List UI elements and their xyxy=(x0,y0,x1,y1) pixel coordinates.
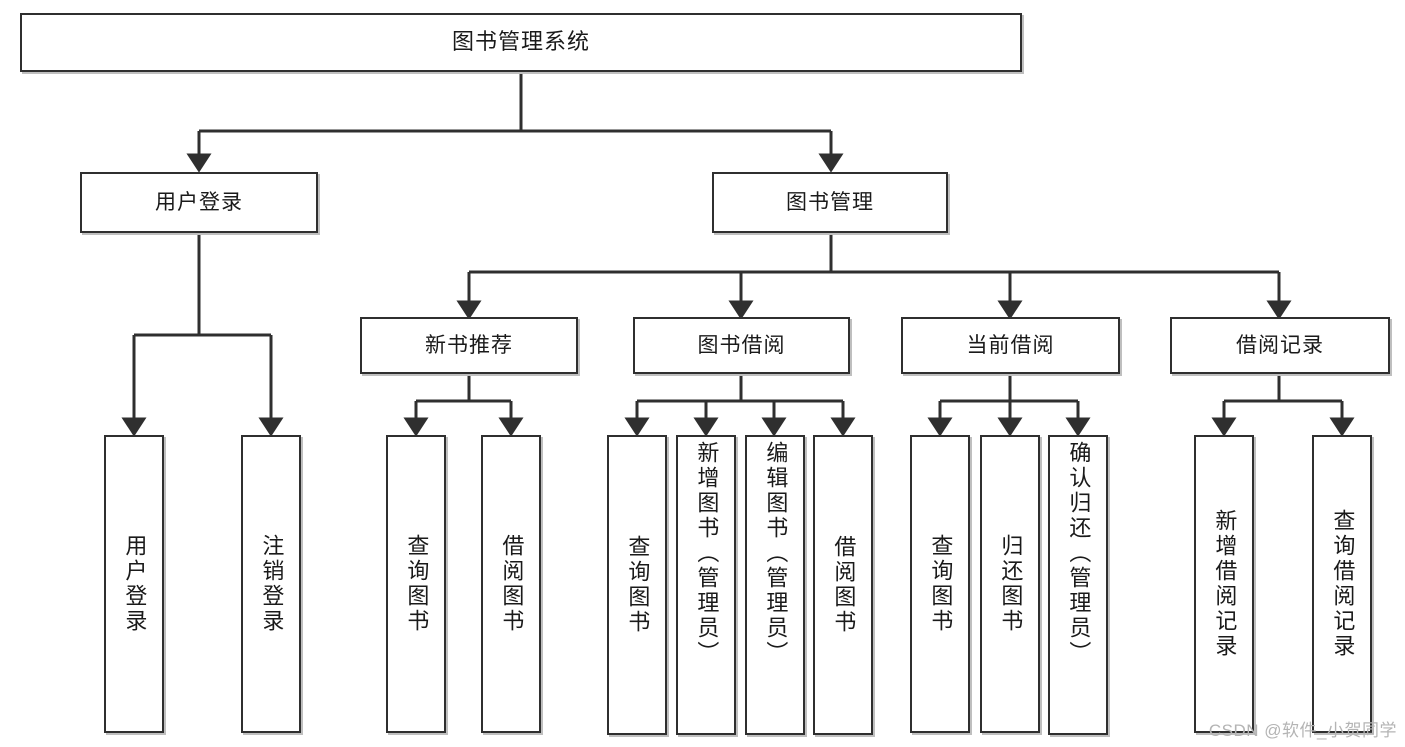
node-label: 当前借阅 xyxy=(966,333,1055,357)
node-leaf-add-book[interactable]: 新增图书（管理员） xyxy=(676,435,736,735)
node-label: 用户登录 xyxy=(155,190,243,214)
node-label: 图书借阅 xyxy=(697,333,786,357)
watermark: CSDN @软件_小贺同学 xyxy=(1208,721,1397,740)
node-book-manage[interactable]: 图书管理 xyxy=(712,172,948,233)
node-label: 查询图书 xyxy=(404,534,430,634)
node-leaf-logout-login[interactable]: 注销登录 xyxy=(241,435,301,733)
node-leaf-user-login[interactable]: 用户登录 xyxy=(104,435,164,733)
node-leaf-borrow-book-1[interactable]: 借阅图书 xyxy=(481,435,541,733)
node-label: 用户登录 xyxy=(122,534,148,634)
node-new-book-recommend[interactable]: 新书推荐 xyxy=(360,317,578,374)
node-leaf-query-record[interactable]: 查询借阅记录 xyxy=(1312,435,1372,733)
node-user-login[interactable]: 用户登录 xyxy=(80,172,318,233)
node-leaf-borrow-book-2[interactable]: 借阅图书 xyxy=(813,435,873,735)
node-label: 查询借阅记录 xyxy=(1330,509,1356,659)
node-label: 注销登录 xyxy=(259,534,285,634)
node-label: 编辑图书（管理员） xyxy=(763,441,789,666)
node-borrow-record[interactable]: 借阅记录 xyxy=(1170,317,1390,374)
node-leaf-confirm-return[interactable]: 确认归还（管理员） xyxy=(1048,435,1108,735)
node-label: 查询图书 xyxy=(928,534,954,634)
node-label: 借阅记录 xyxy=(1236,333,1324,357)
node-leaf-return-book[interactable]: 归还图书 xyxy=(980,435,1040,733)
node-root-system[interactable]: 图书管理系统 xyxy=(20,13,1022,72)
node-label: 新书推荐 xyxy=(425,333,513,357)
node-leaf-query-book-3[interactable]: 查询图书 xyxy=(910,435,970,733)
node-label: 查询图书 xyxy=(625,535,651,635)
node-label: 新增图书（管理员） xyxy=(694,441,720,666)
node-label: 归还图书 xyxy=(998,534,1024,634)
node-label: 确认归还（管理员） xyxy=(1066,441,1092,666)
node-label: 借阅图书 xyxy=(831,535,857,635)
node-label: 图书管理系统 xyxy=(451,29,590,55)
node-label: 借阅图书 xyxy=(499,534,525,634)
node-leaf-add-record[interactable]: 新增借阅记录 xyxy=(1194,435,1254,733)
node-current-borrow[interactable]: 当前借阅 xyxy=(901,317,1120,374)
node-label: 图书管理 xyxy=(786,190,874,214)
node-leaf-edit-book[interactable]: 编辑图书（管理员） xyxy=(745,435,805,735)
node-label: 新增借阅记录 xyxy=(1212,509,1238,659)
node-leaf-query-book-2[interactable]: 查询图书 xyxy=(607,435,667,735)
node-leaf-query-book-1[interactable]: 查询图书 xyxy=(386,435,446,733)
node-book-borrow[interactable]: 图书借阅 xyxy=(633,317,850,374)
